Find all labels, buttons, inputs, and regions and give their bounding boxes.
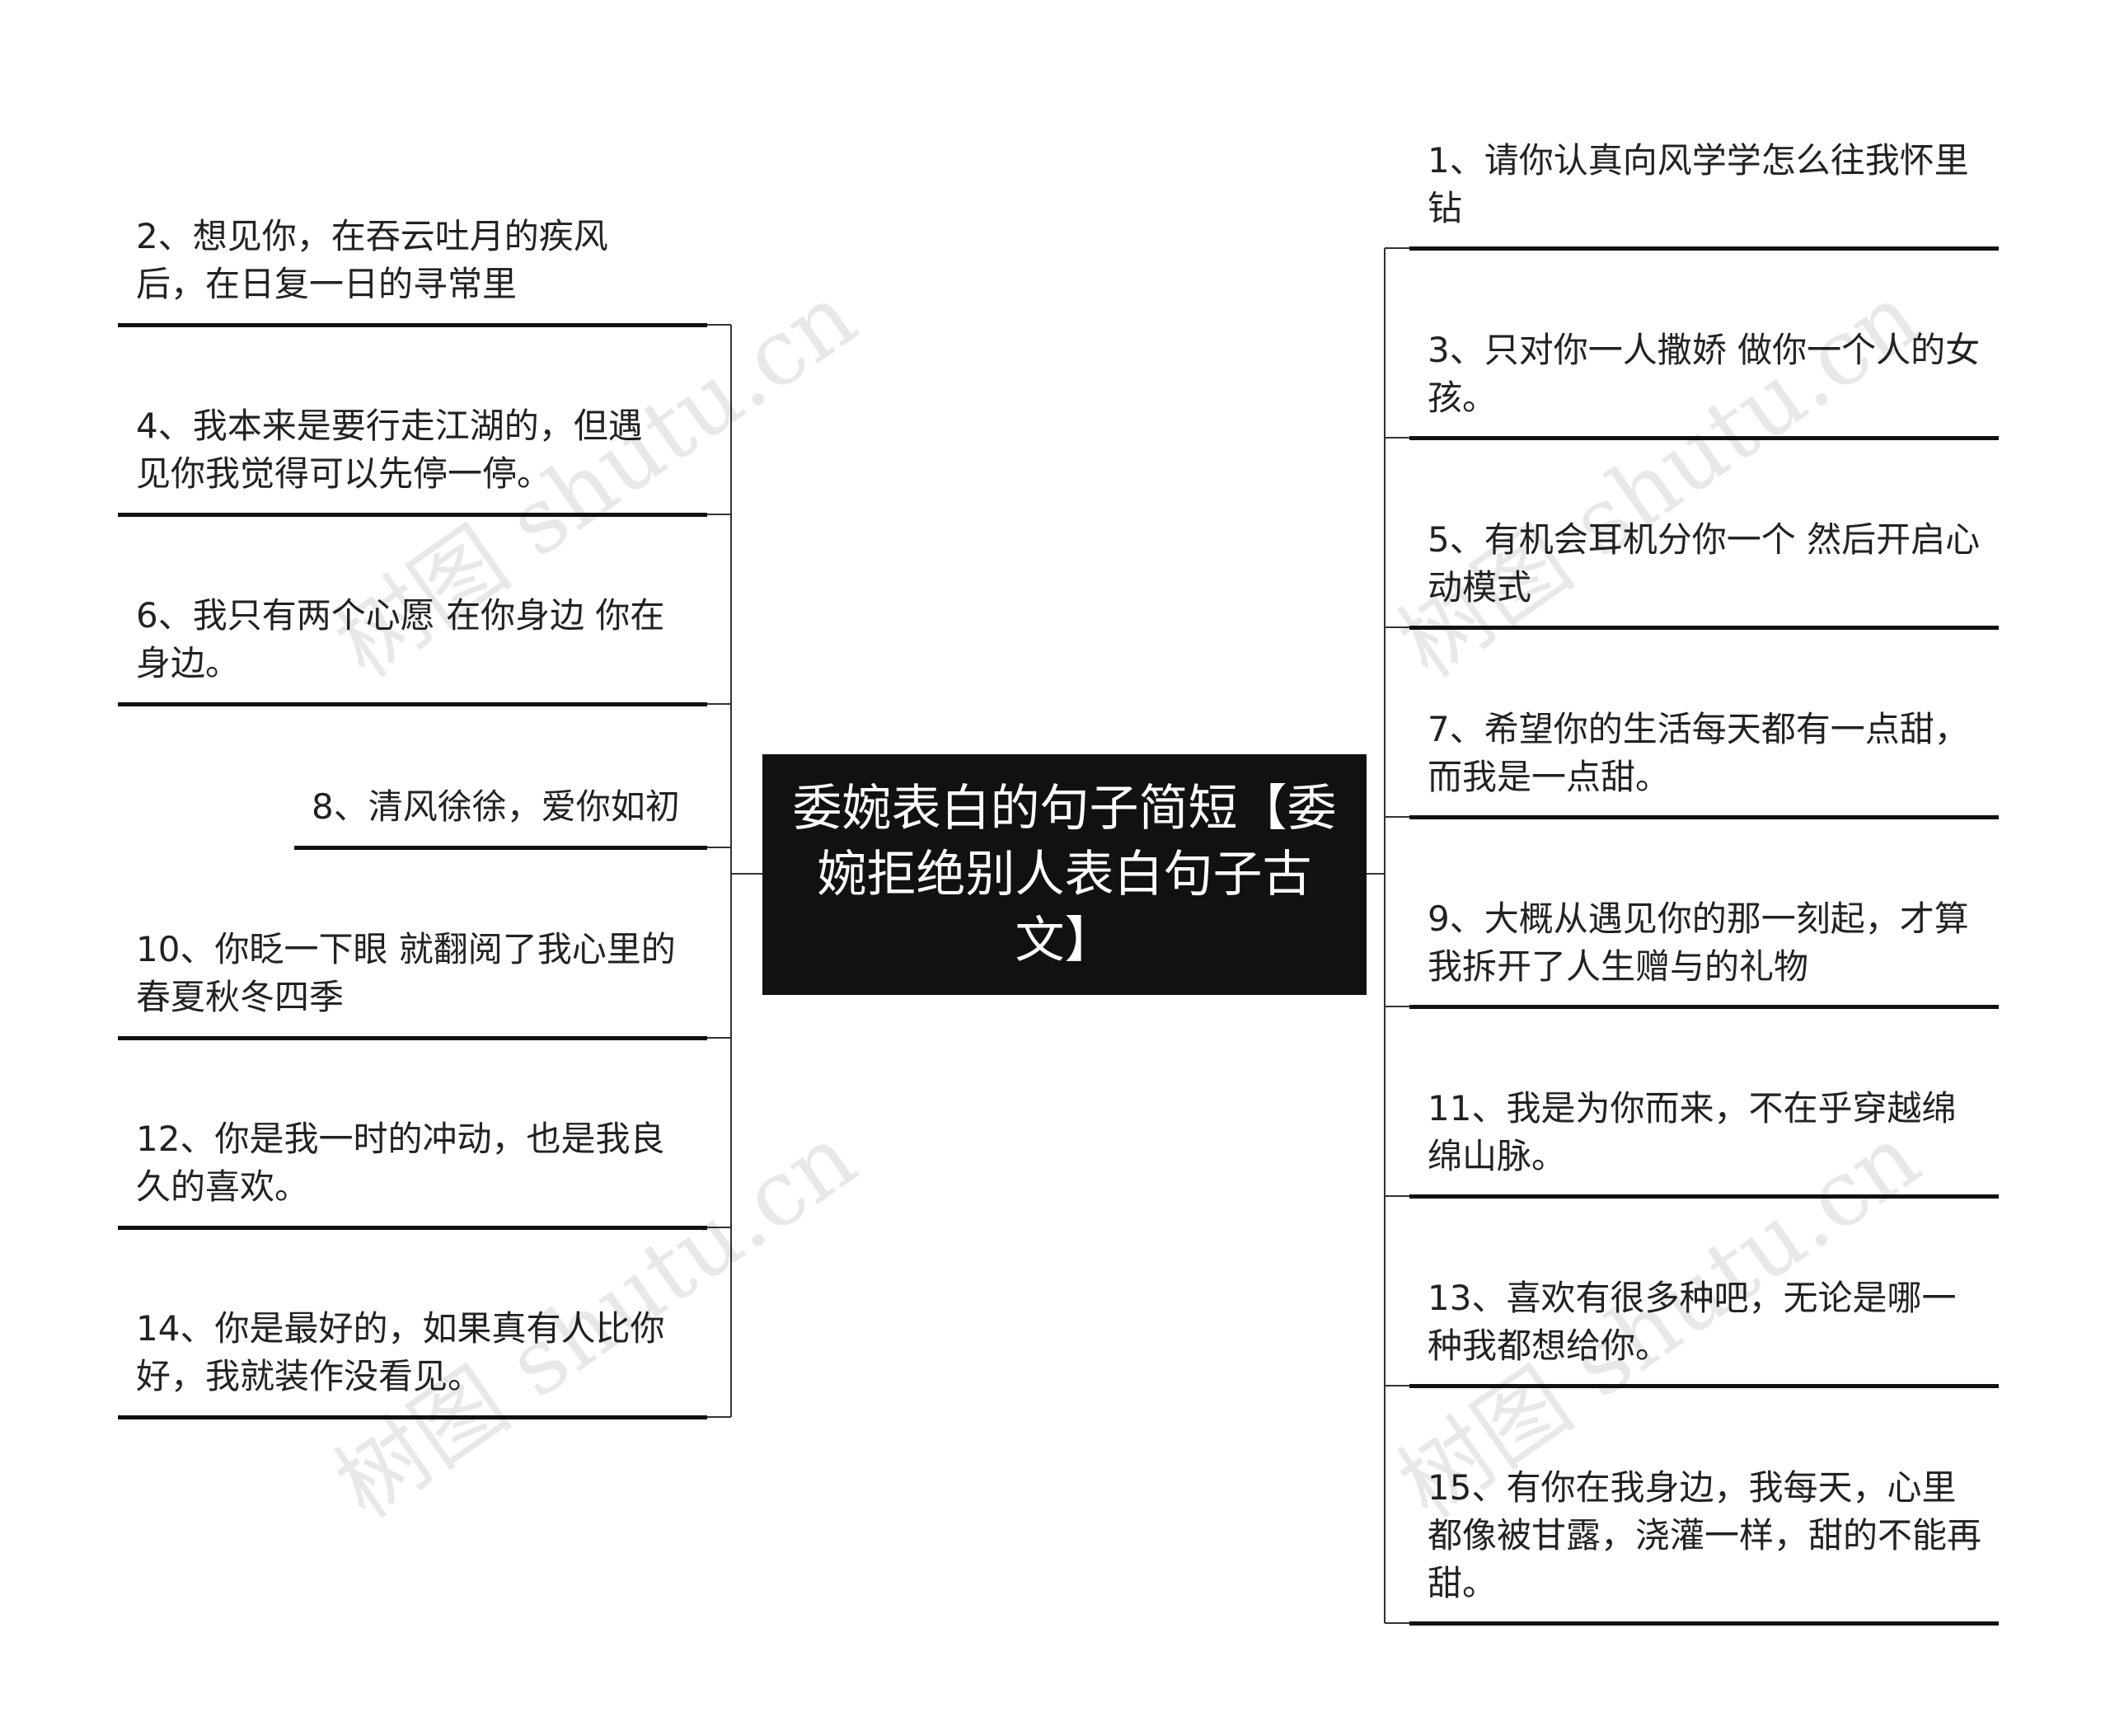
branch-underline <box>1409 1005 1999 1009</box>
branch-label: 6、我只有两个心愿 在你身边 你在身边。 <box>136 595 665 683</box>
branch-label: 12、你是我一时的冲动，也是我良久的喜欢。 <box>136 1119 665 1207</box>
branch-underline <box>1409 1194 1999 1199</box>
branch-label: 14、你是最好的，如果真有人比你好，我就装作没看见。 <box>136 1308 665 1396</box>
branch-underline <box>118 702 707 706</box>
branch-label: 10、你眨一下眼 就翻阅了我心里的春夏秋冬四季 <box>136 929 676 1017</box>
branch-label: 7、希望你的生活每天都有一点甜，而我是一点甜。 <box>1428 709 1969 797</box>
branch-underline <box>1409 1621 1999 1626</box>
branch-underline <box>118 1415 707 1419</box>
branch-label: 11、我是为你而来，不在乎穿越绵绵山脉。 <box>1428 1088 1957 1176</box>
branch-label: 3、只对你一人撒娇 做你一个人的女孩。 <box>1428 330 1981 418</box>
branch-underline <box>1409 1384 1999 1388</box>
branch-underline <box>1409 626 1999 630</box>
branch-underline <box>118 1226 707 1230</box>
central-topic-label: 委婉表白的句子简短【委婉拒绝别人表白句子古文】 <box>792 780 1337 969</box>
branch-label: 15、有你在我身边，我每天，心里都像被甘露，浇灌一样，甜的不能再甜。 <box>1428 1467 1982 1603</box>
branch-label: 13、喜欢有很多种吧，无论是哪一种我都想给你。 <box>1428 1278 1957 1366</box>
branch-label: 1、请你认真向风学学怎么往我怀里钻 <box>1428 140 1969 228</box>
branch-label: 9、大概从遇见你的那一刻起，才算我拆开了人生赠与的礼物 <box>1428 898 1969 987</box>
branch-label: 5、有机会耳机分你一个 然后开启心动模式 <box>1428 519 1981 608</box>
branch-underline <box>118 1036 707 1040</box>
branch-underline <box>118 323 707 327</box>
branch-underline <box>1409 436 1999 440</box>
branch-label: 4、我本来是要行走江湖的，但遇见你我觉得可以先停一停。 <box>136 406 643 494</box>
branch-underline <box>1409 815 1999 819</box>
branch-underline <box>294 846 707 850</box>
branch-underline <box>118 513 707 517</box>
branch-underline <box>1409 246 1999 251</box>
branch-label: 8、清风徐徐，爱你如初 <box>312 786 680 827</box>
branch-label: 2、想见你，在吞云吐月的疾风后，在日复一日的寻常里 <box>136 216 608 304</box>
central-topic[interactable]: 委婉表白的句子简短【委婉拒绝别人表白句子古文】 <box>762 754 1367 995</box>
